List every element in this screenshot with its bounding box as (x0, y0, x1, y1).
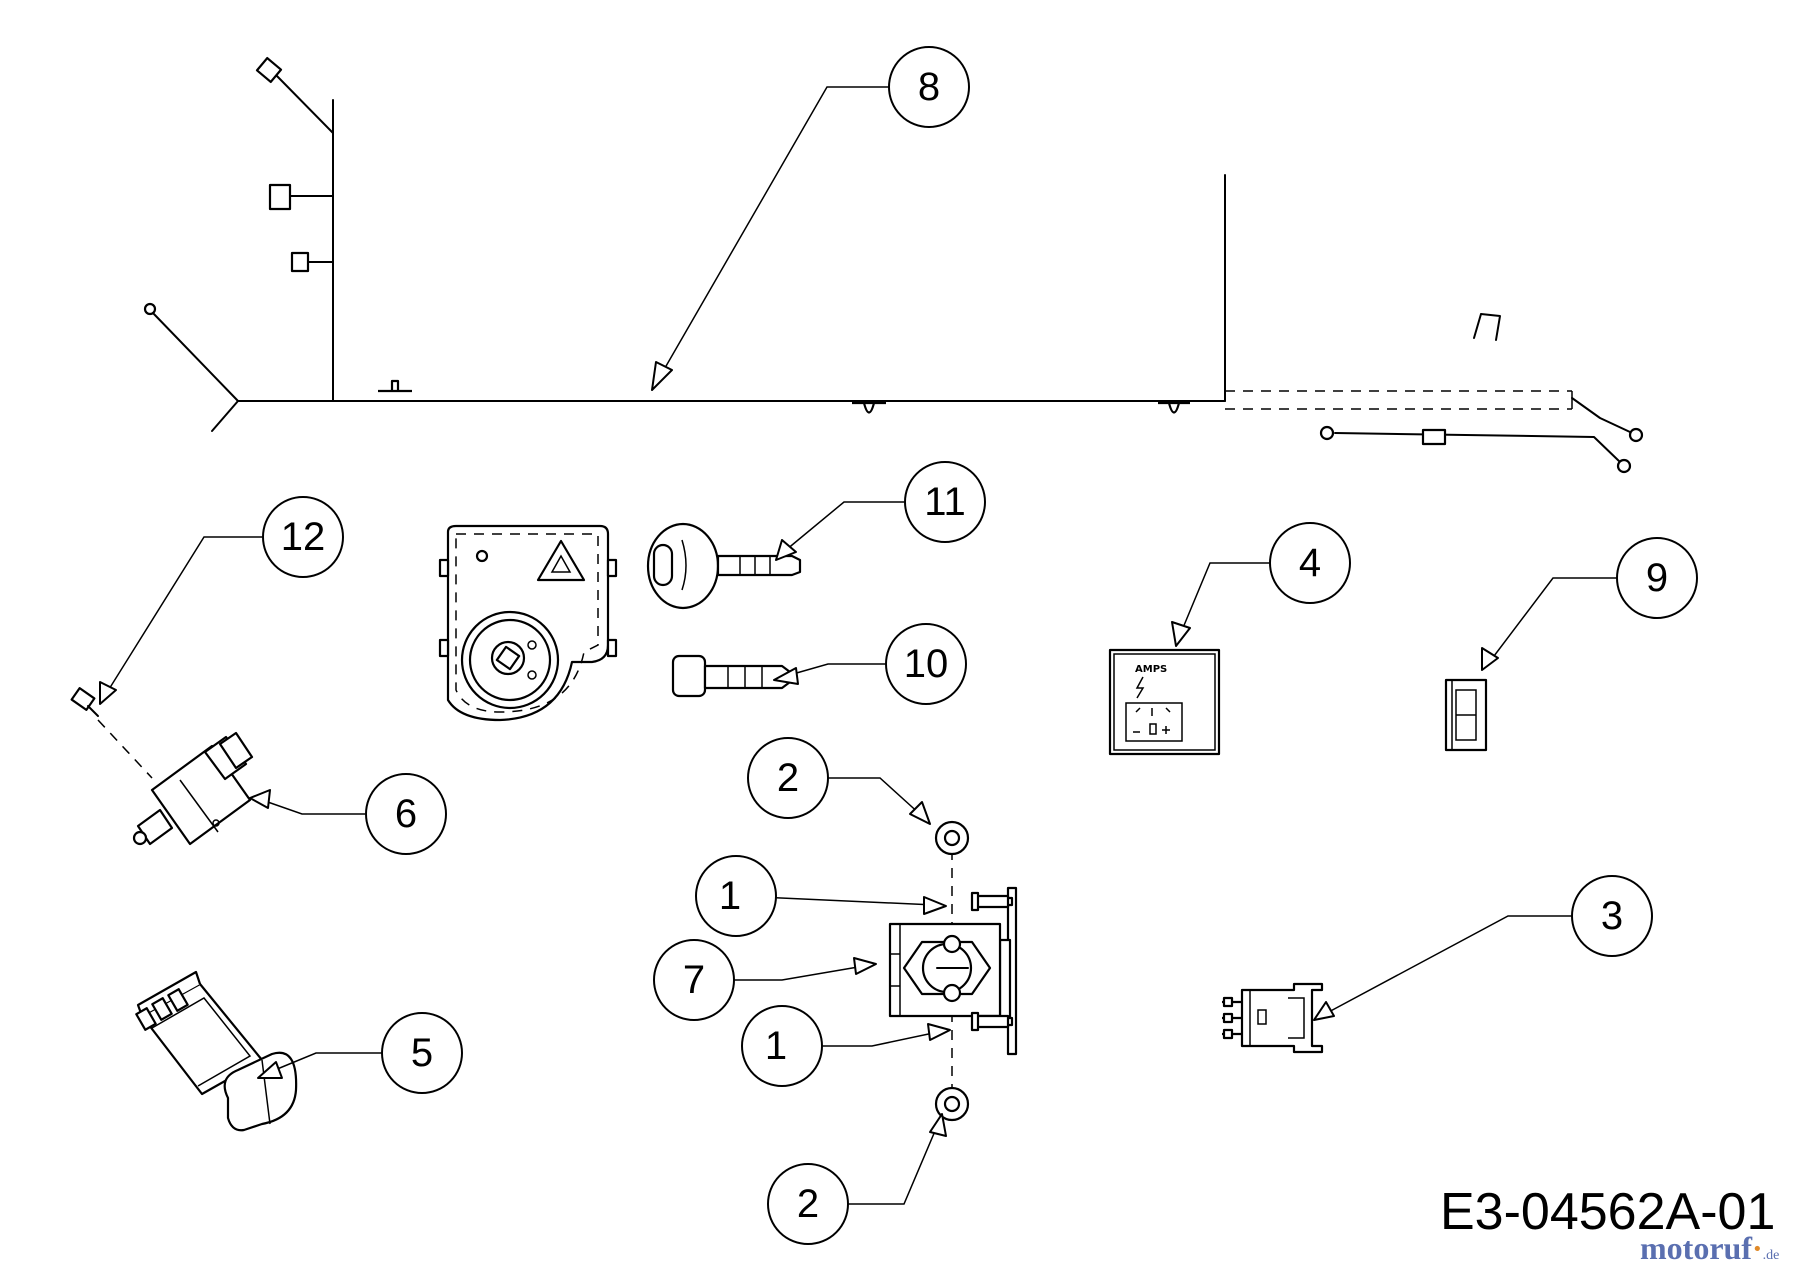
callout-10: 10 (885, 623, 967, 705)
callout-12: 12 (262, 496, 344, 578)
callout-number: 8 (918, 65, 940, 109)
ammeter-gauge: AMPS (1108, 648, 1221, 756)
callout-number: 10 (904, 642, 949, 686)
callout-2-bottom: 2 (767, 1163, 849, 1245)
callout-number: 9 (1646, 556, 1668, 600)
callout-1-top: 1 (695, 855, 777, 937)
watermark-brand: motoruf (1640, 1230, 1752, 1266)
callout-9: 9 (1616, 537, 1698, 619)
small-connector (70, 687, 153, 779)
callout-7: 7 (653, 939, 735, 1021)
callout-8: 8 (888, 46, 970, 128)
callout-number: 3 (1601, 894, 1623, 938)
callout-number: 12 (281, 515, 326, 559)
ignition-panel (438, 524, 618, 722)
ignition-key-square (671, 654, 792, 698)
callout-number: 6 (395, 792, 417, 836)
drawing-code: E3-04562A-01 (1440, 1183, 1776, 1241)
callout-number: 1 (765, 1024, 787, 1068)
callout-11: 11 (904, 461, 986, 543)
callout-number: 2 (797, 1182, 819, 1226)
key-switch (135, 970, 298, 1132)
callout-number: 11 (924, 480, 966, 524)
rocker-switch (1222, 982, 1324, 1054)
solenoid-assembly (888, 820, 1018, 1122)
callout-4: 4 (1269, 522, 1351, 604)
callout-number: 2 (777, 756, 799, 800)
wiring-harness (143, 56, 1644, 474)
callout-number: 5 (411, 1031, 433, 1075)
callout-5: 5 (381, 1012, 463, 1094)
callout-number: 7 (683, 958, 705, 1002)
callout-number: 4 (1299, 541, 1321, 585)
watermark-dot: · (1751, 1230, 1763, 1266)
callout-6: 6 (365, 773, 447, 855)
amps-label: AMPS (1135, 664, 1167, 675)
callout-2-top: 2 (747, 737, 829, 819)
hour-meter (1444, 678, 1488, 752)
pto-switch (132, 731, 254, 846)
callout-3: 3 (1571, 875, 1653, 957)
arrowheads (99, 361, 1499, 1137)
callout-1-bottom: 1 (741, 1005, 823, 1087)
ignition-key-round (646, 522, 802, 610)
callout-number: 1 (719, 874, 741, 918)
watermark-tld: .de (1762, 1248, 1780, 1263)
watermark-logo: motoruf·.de (1640, 1230, 1779, 1267)
